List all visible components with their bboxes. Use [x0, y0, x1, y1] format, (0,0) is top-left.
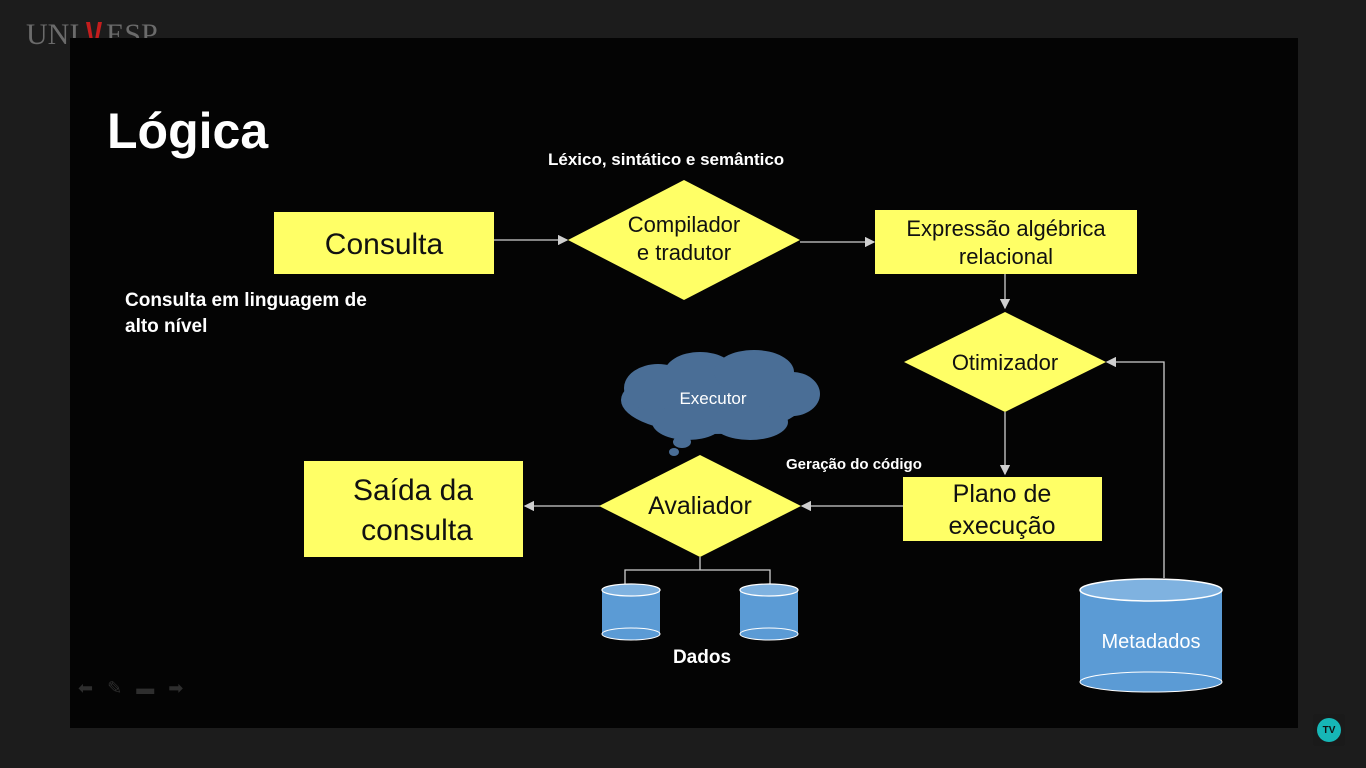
presenter-toolbar: ⬅ ✎ ▬ ➡ — [78, 678, 183, 699]
flow-diagram: Consulta Compilador e tradutor Expressão… — [125, 150, 1223, 693]
note-compiler: Léxico, sintático e semântico — [548, 150, 784, 169]
otimizador-label: Otimizador — [952, 350, 1058, 375]
arrow-metadados-otimizador — [1105, 356, 1165, 578]
compilador-label-2: e tradutor — [637, 240, 731, 265]
saida-label-1: Saída da — [353, 474, 473, 507]
plano-label-1: Plano de — [953, 480, 1052, 508]
expressao-box: Expressão algébrica relacional — [875, 210, 1137, 274]
plano-label-2: execução — [948, 512, 1055, 540]
tv-logo-badge: TV — [1313, 714, 1345, 746]
dados-cylinder-right — [739, 583, 799, 641]
consulta-box: Consulta — [274, 212, 494, 274]
note-query-1: Consulta em linguagem de — [125, 290, 367, 311]
avaliador-diamond: Avaliador — [599, 455, 801, 557]
note-query-2: alto nível — [125, 316, 207, 337]
otimizador-diamond: Otimizador — [904, 312, 1106, 412]
slides-icon[interactable]: ▬ — [136, 678, 155, 698]
connectors — [494, 234, 1165, 586]
saida-box: Saída da consulta — [304, 461, 523, 557]
note-codegen: Geração do código — [786, 456, 922, 473]
executor-cloud: Executor — [621, 350, 820, 456]
consulta-label: Consulta — [325, 228, 444, 261]
slide: Lógica Consulta Compilador — [70, 38, 1298, 728]
saida-label-2: consulta — [361, 514, 473, 547]
avaliador-label: Avaliador — [648, 492, 752, 520]
expressao-label-1: Expressão algébrica — [906, 216, 1106, 241]
dados-cylinder-left — [601, 583, 661, 641]
pen-icon[interactable]: ✎ — [107, 678, 123, 698]
next-arrow-icon[interactable]: ➡ — [168, 678, 184, 698]
plano-box: Plano de execução — [903, 477, 1102, 541]
metadados-cylinder: Metadados — [1079, 578, 1223, 693]
link-dados-left-right — [624, 569, 771, 586]
executor-label: Executor — [679, 389, 746, 408]
dados-label: Dados — [673, 647, 731, 668]
compilador-diamond: Compilador e tradutor — [568, 180, 800, 300]
tv-logo-icon: TV — [1317, 718, 1341, 742]
metadados-label: Metadados — [1102, 631, 1201, 653]
expressao-label-2: relacional — [959, 244, 1053, 269]
slide-title: Lógica — [107, 103, 269, 159]
compilador-label-1: Compilador — [628, 212, 741, 237]
previous-arrow-icon[interactable]: ⬅ — [78, 678, 94, 698]
